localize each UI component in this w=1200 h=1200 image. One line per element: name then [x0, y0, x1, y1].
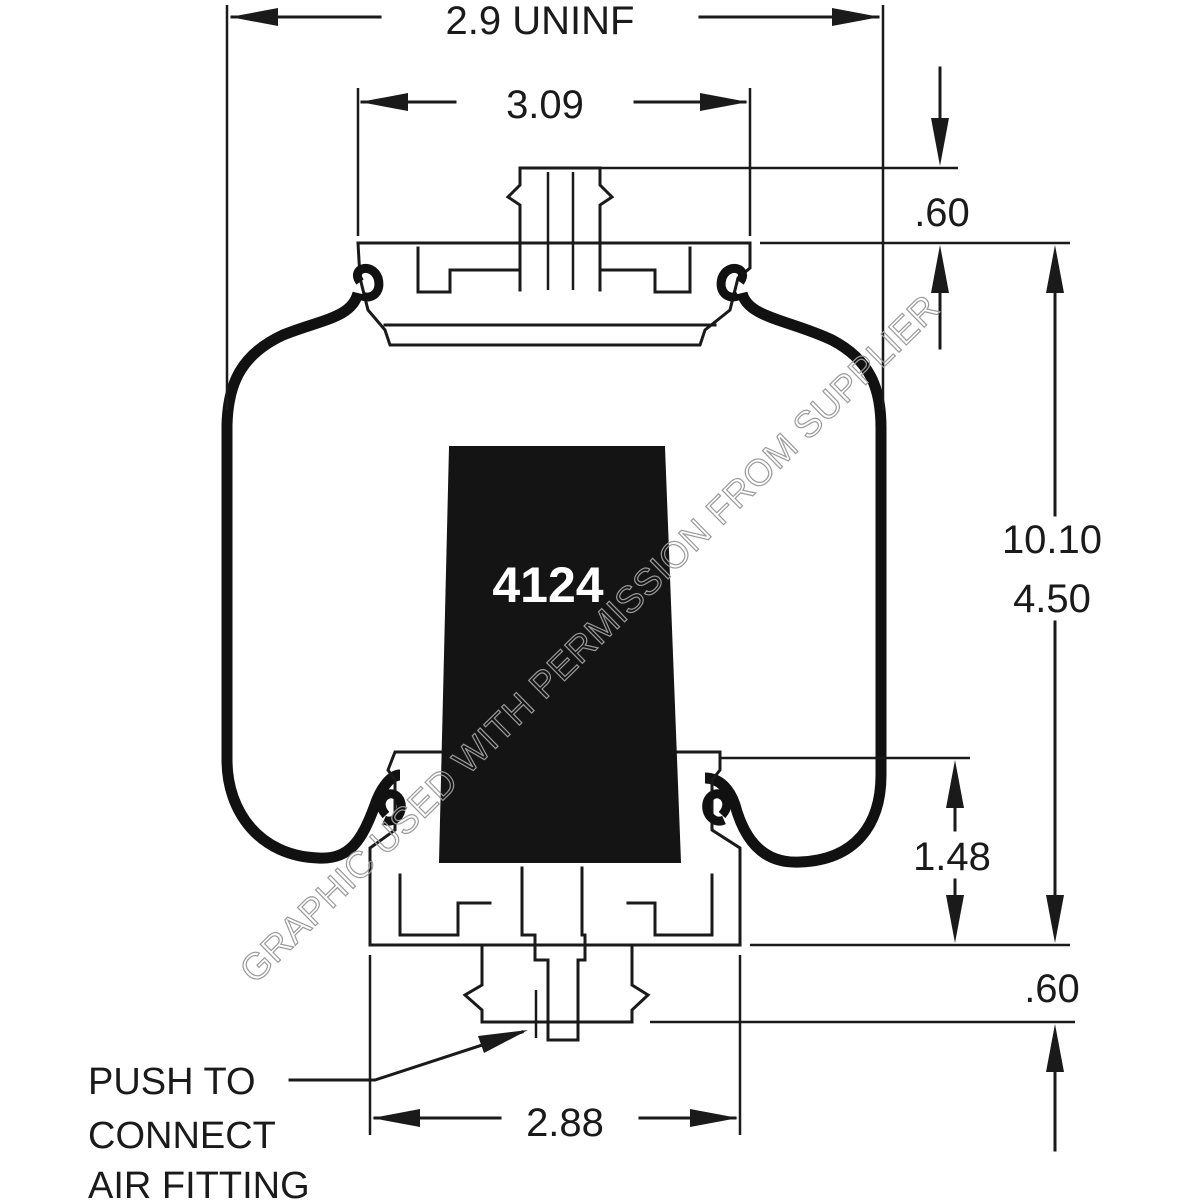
top-bead-plate — [353, 166, 752, 347]
piston-width-label: 2.88 — [526, 1101, 604, 1145]
fitting-leader-line — [288, 1030, 528, 1082]
dimension-piston-width — [372, 1109, 738, 1127]
bottom-piston — [368, 750, 742, 1042]
note-line-3: AIR FITTING — [88, 1165, 310, 1200]
dimension-overall-height — [1046, 245, 1064, 943]
dimension-piston-height — [946, 760, 964, 943]
note-line-1: PUSH TO — [88, 1061, 256, 1103]
part-label-box — [438, 446, 682, 863]
dimension-top-stud-height — [931, 66, 949, 350]
overall-width-label: 2.9 UNINF — [446, 0, 635, 43]
watermark-text: GRAPHIC USED WITH PERMISSION FROM SUPPLI… — [232, 287, 947, 991]
note-line-2: CONNECT — [88, 1115, 276, 1157]
dimension-bottom-stud-height — [1046, 1024, 1064, 1152]
height-min-label: 4.50 — [1013, 577, 1091, 621]
bellows-outline — [221, 291, 887, 868]
top-plate-width-label: 3.09 — [506, 83, 584, 127]
extension-lines — [225, 5, 1075, 1135]
bottom-stud-height-label: .60 — [1024, 967, 1080, 1011]
top-stud-height-label: .60 — [914, 191, 970, 235]
height-max-label: 10.10 — [1002, 518, 1102, 562]
dimension-overall-width — [230, 8, 880, 26]
part-number-label: 4124 — [492, 557, 603, 613]
dimension-top-plate-width — [360, 93, 748, 111]
piston-height-label: 1.48 — [913, 835, 991, 879]
